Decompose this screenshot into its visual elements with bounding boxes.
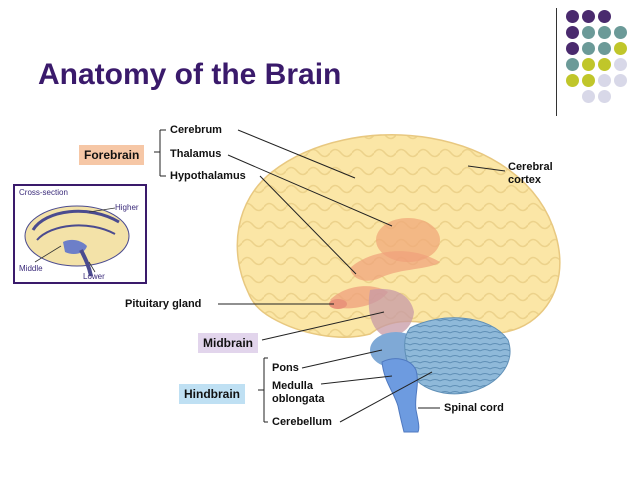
dot [598, 42, 611, 55]
medulla-label-line1: Medulla [272, 380, 313, 392]
cross-section-higher: Higher [115, 203, 139, 212]
cerebral-cortex-label-line2: cortex [508, 174, 542, 186]
midbrain-label: Midbrain [198, 333, 258, 353]
slide-title: Anatomy of the Brain [38, 58, 342, 91]
spinal-cord-label: Spinal cord [444, 402, 504, 414]
pituitary-shape [329, 299, 347, 309]
thalamus-label: Thalamus [170, 148, 222, 160]
brainstem-shape [381, 358, 420, 433]
dot [614, 42, 627, 55]
cerebellum-label: Cerebellum [272, 416, 332, 428]
dot [566, 58, 579, 71]
dot [566, 42, 579, 55]
dot [598, 26, 611, 39]
dot [598, 74, 611, 87]
cerebrum-label: Cerebrum [170, 124, 222, 136]
thalamus-shape [376, 218, 440, 262]
dot [582, 58, 595, 71]
pituitary-gland-label: Pituitary gland [125, 298, 202, 310]
dot [582, 42, 595, 55]
midbrain-shape [368, 288, 414, 337]
dot [598, 90, 611, 103]
dot [582, 74, 595, 87]
cross-section-illustration [24, 205, 130, 277]
dot [614, 58, 627, 71]
dot [614, 26, 627, 39]
dot [582, 26, 595, 39]
corpus-shape [350, 251, 440, 281]
cerebral-cortex-label-line1: Cerebral [508, 161, 553, 173]
dot [614, 74, 627, 87]
pons-label: Pons [272, 362, 299, 374]
dot [598, 58, 611, 71]
cross-section-lower: Lower [83, 272, 105, 281]
hypothalamus-label: Hypothalamus [170, 170, 246, 182]
decorative-divider [556, 8, 557, 116]
hindbrain-label: Hindbrain [179, 384, 245, 404]
dot [582, 90, 595, 103]
dot [566, 26, 579, 39]
dot [582, 10, 595, 23]
cross-section-inset: Cross-section Higher Middle Lower [13, 184, 147, 284]
forebrain-label: Forebrain [79, 145, 145, 165]
cross-section-middle: Middle [19, 264, 43, 273]
dot [598, 10, 611, 23]
medulla-label-line2: oblongata [272, 393, 325, 405]
dot [566, 10, 579, 23]
dot [566, 74, 579, 87]
cross-section-title: Cross-section [19, 188, 68, 197]
